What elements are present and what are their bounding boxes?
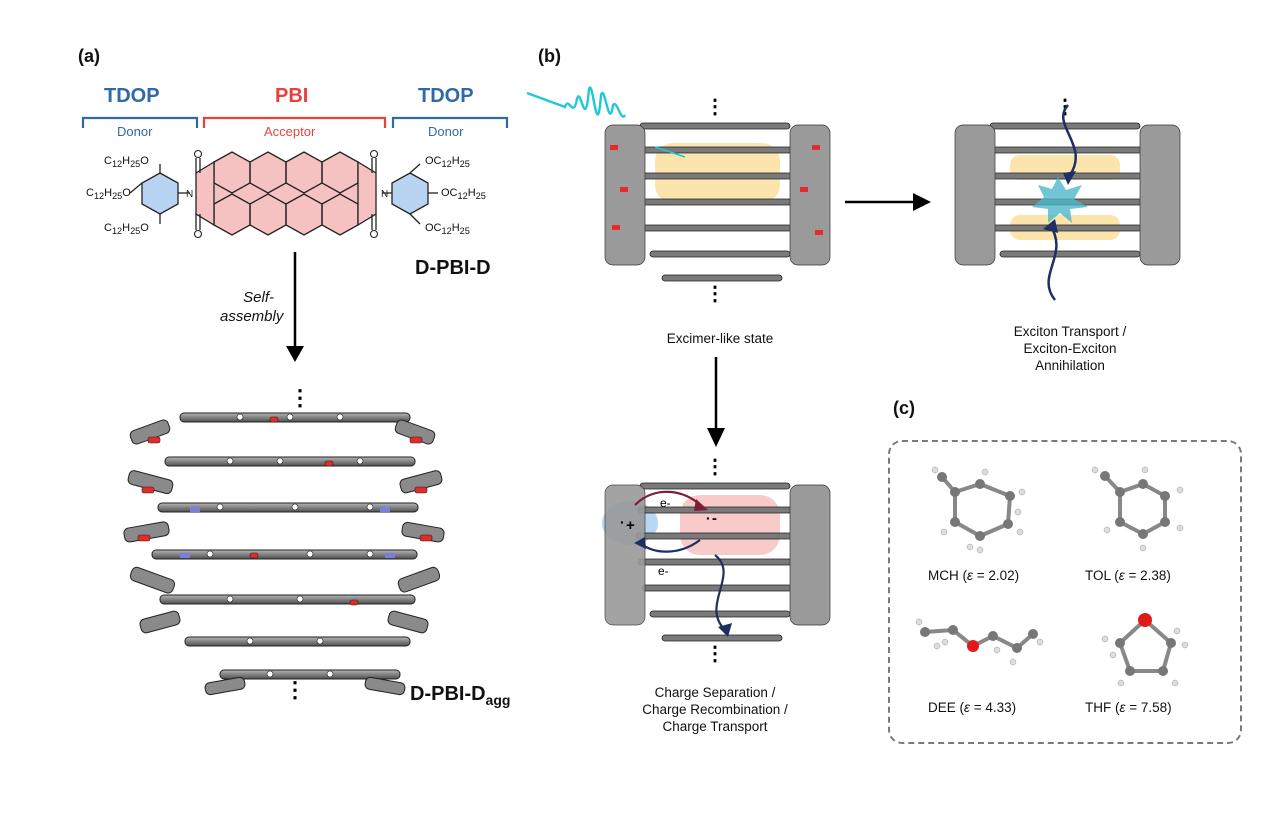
panel-b-label: (b) [538,46,561,66]
svg-text:·: · [620,514,625,530]
charge-stack: ⋮ + · - · e- e- ⋮ [602,456,831,665]
pbi-title: PBI [275,85,309,107]
excimer-stack: ⋮ ⋮ [604,96,831,305]
panel-a-label: (a) [78,46,100,66]
tdop-left-title: TDOP [104,85,160,107]
acceptor-label: Acceptor [264,124,316,139]
aggregate-name: D-PBI-Dagg [410,683,511,708]
dee-molecule [915,618,1044,666]
exciton-stack: ⋮ [954,96,1181,301]
thf-label: THF (ε = 7.58) [1085,700,1172,715]
electron-top: e- [660,496,671,510]
left-imide [195,160,215,227]
right-imide [357,160,377,227]
subst-left-top: C12H25O [104,155,149,170]
mch-molecule [931,466,1026,554]
charge-caption: Charge Separation /Charge Recombination … [642,685,788,734]
donor-left-bracket [81,116,199,128]
thf-molecule [1101,613,1189,687]
donor-right-label: Donor [428,124,464,139]
acceptor-bracket [202,116,387,128]
subst-left-bot: C12H25O [104,222,149,237]
solvent-box [888,440,1242,744]
dee-label: DEE (ε = 4.33) [928,700,1017,715]
svg-text:⋮: ⋮ [289,385,311,410]
subst-right-top: OC12H25 [425,155,470,170]
tdop-right-title: TDOP [418,85,474,107]
d-pbi-d-structure: N N [129,149,438,239]
right-benzene [391,172,429,215]
arrow-to-charge [707,357,725,447]
aggregate-stack-a: ⋮ [123,385,445,702]
tol-label: TOL (ε = 2.38) [1085,568,1171,583]
annihilation-burst [1032,177,1088,223]
panel-c-label: (c) [893,398,915,418]
svg-text:⋮: ⋮ [705,283,725,305]
self-assembly-arrow [286,252,304,362]
svg-text:⋮: ⋮ [705,96,725,118]
n-right: N [381,189,388,200]
svg-text:⋮: ⋮ [284,677,306,702]
electron-bottom: e- [658,564,669,578]
donor-right-bracket [391,116,509,128]
svg-text:⋮: ⋮ [705,643,725,665]
subst-right-mid: OC12H25 [441,187,486,202]
left-benzene [141,172,179,215]
n-left: N [186,189,193,200]
svg-text:·: · [706,510,711,526]
laser-pulse [526,86,627,118]
svg-text:⋮: ⋮ [705,456,725,478]
arrow-to-exciton [845,193,931,211]
subst-left-mid: C12H25O [86,187,131,202]
plus-sign: + [626,517,635,534]
self-assembly-label: Self-assembly [220,289,284,325]
molecule-name: D-PBI-D [415,257,491,279]
excimer-caption: Excimer-like state [666,331,774,346]
minus-sign: - [712,510,717,527]
mch-label: MCH (ε = 2.02) [928,568,1020,583]
donor-left-label: Donor [117,124,153,139]
tol-molecule [1091,466,1184,552]
subst-right-bot: OC12H25 [425,222,470,237]
